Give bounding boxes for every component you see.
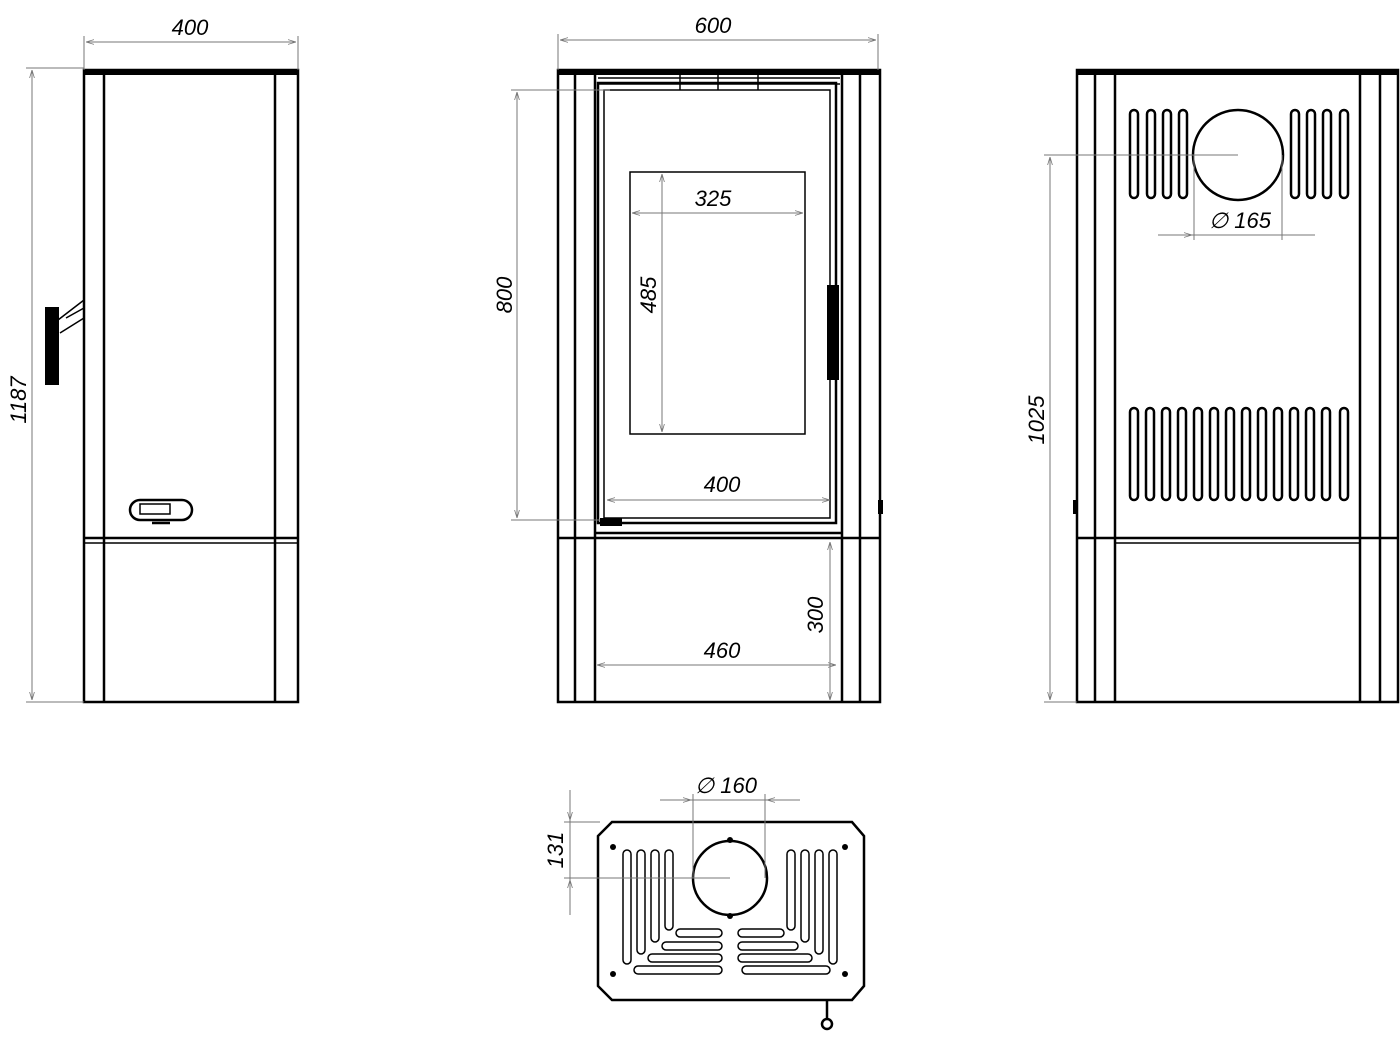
flue-height-label: 1025 (1024, 395, 1049, 445)
fire-door (596, 81, 883, 526)
ash-pan-pull-icon (820, 1000, 834, 1031)
dimension-door-width: 400 (607, 472, 830, 500)
air-control-knob-icon (128, 498, 194, 525)
dimension-base-height: 300 (803, 542, 830, 700)
glass-height-label: 485 (636, 276, 661, 313)
side-view: 400 1187 (6, 15, 300, 704)
side-width-label: 400 (172, 15, 209, 40)
dimension-glass-height: 485 (636, 174, 662, 432)
top-flue-diameter-label: ∅ 160 (695, 773, 758, 798)
dimension-glass-width: 325 (632, 186, 803, 213)
dimension-top-flue-diameter: ∅ 160 (660, 773, 800, 878)
dimension-side-height: 1187 (6, 67, 84, 703)
top-view: ∅ 160 131 (543, 773, 866, 1031)
lower-vents (1128, 406, 1350, 502)
door-height-label: 800 (492, 276, 517, 313)
dimension-flue-height: 1025 (1024, 154, 1238, 703)
dimension-side-width: 400 (83, 15, 299, 70)
back-view: ∅ 165 1025 (1024, 68, 1400, 704)
front-view: 600 800 325 485 400 460 300 (492, 13, 883, 704)
door-handle-icon (827, 285, 839, 380)
flue-offset-label: 131 (543, 832, 568, 869)
side-height-label: 1187 (6, 376, 31, 424)
base-width-label: 460 (704, 638, 741, 663)
front-width-label: 600 (695, 13, 732, 38)
back-flue-diameter-label: ∅ 165 (1209, 208, 1272, 233)
upper-vents (1128, 108, 1350, 200)
dimension-back-flue-diameter: ∅ 165 (1158, 155, 1315, 240)
door-handle-icon (45, 299, 85, 385)
dimension-flue-offset: 131 (543, 790, 730, 915)
dimension-base-width: 460 (597, 638, 836, 665)
door-width-label: 400 (704, 472, 741, 497)
door-glass (629, 171, 806, 435)
dimension-front-width: 600 (557, 13, 879, 70)
dimension-door-height: 800 (492, 89, 610, 521)
base-height-label: 300 (803, 596, 828, 633)
top-vents (622, 849, 838, 975)
glass-width-label: 325 (695, 186, 732, 211)
